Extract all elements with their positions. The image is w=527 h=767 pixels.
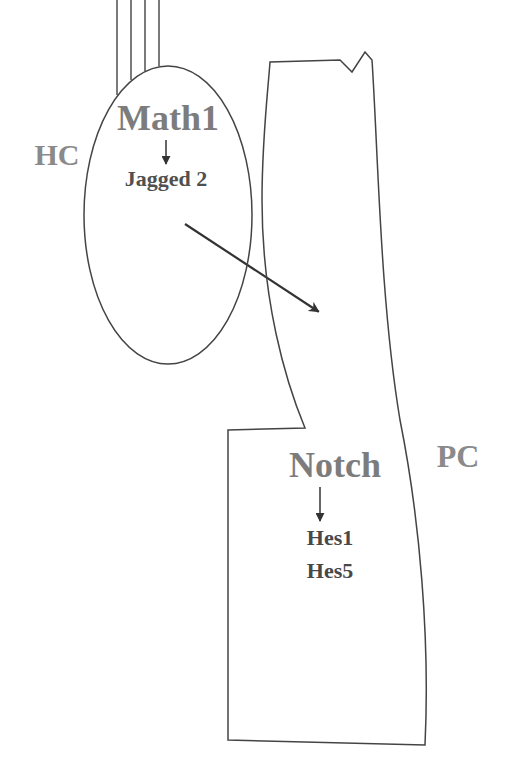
hair-cell: HCMath1Jagged 2	[83, 65, 253, 365]
stereocilium	[116, 0, 117, 95]
cell-label: PC	[437, 440, 480, 472]
cell-label: HC	[35, 140, 80, 170]
pillar-cell: PCNotchHes1Hes5	[226, 50, 432, 748]
stereocilium	[144, 0, 145, 71]
stereocilia	[117, 0, 159, 95]
gene-name: Jagged 2	[125, 168, 208, 190]
signal-arrow	[185, 224, 319, 312]
gene-name: Math1	[117, 100, 219, 136]
induction-arrow	[319, 487, 321, 521]
gene-name: Hes1	[307, 527, 353, 549]
cell-outline	[228, 52, 426, 745]
gene-name: Notch	[289, 447, 381, 483]
cell-outline	[226, 50, 432, 748]
cell-outline	[84, 66, 252, 364]
stereocilium	[158, 0, 159, 66]
induction-arrow	[165, 140, 167, 164]
stereocilium	[130, 0, 131, 80]
gene-name: Hes5	[307, 560, 353, 582]
